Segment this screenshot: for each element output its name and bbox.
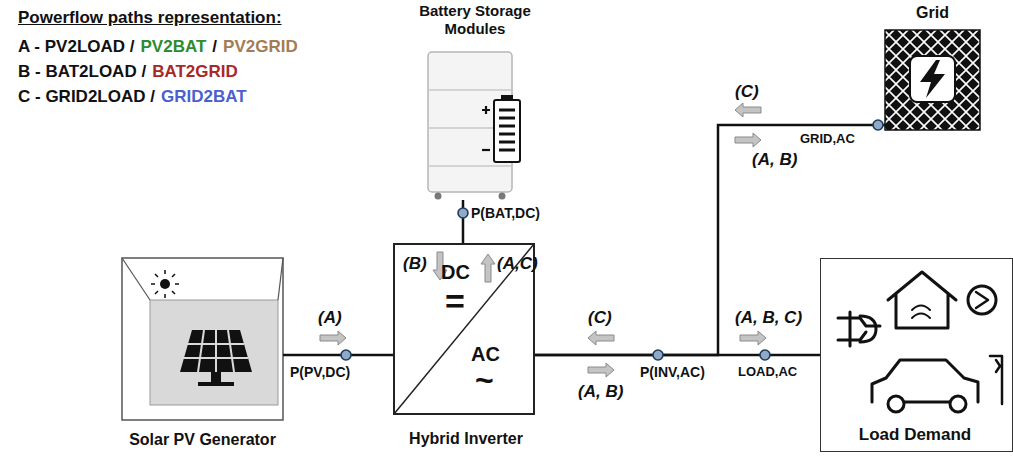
measure-point bbox=[760, 350, 770, 360]
flow-arrows bbox=[320, 103, 766, 377]
legend-row: B - BAT2LOAD / BAT2GRID bbox=[18, 62, 238, 82]
legend-text: B - BAT2LOAD / bbox=[18, 62, 146, 82]
power-line bbox=[283, 354, 393, 357]
legend-heading: Powerflow paths representation: bbox=[18, 8, 282, 28]
legend-text: PV2BAT bbox=[141, 37, 207, 57]
flow-label: (A, B, C) bbox=[735, 308, 802, 328]
load-node: Load Demand bbox=[820, 258, 1013, 452]
power-line bbox=[535, 125, 885, 355]
node-text: = bbox=[445, 283, 465, 320]
battery-node: Battery Storage Modules bbox=[420, 48, 530, 200]
flow-label: (A) bbox=[318, 308, 342, 328]
legend-row: C - GRID2LOAD / GRID2BAT bbox=[18, 87, 247, 107]
load-icons bbox=[838, 272, 1002, 412]
flow-label: (A, B) bbox=[752, 150, 797, 170]
legend-text: GRID2BAT bbox=[161, 87, 247, 107]
point-label: P(INV,AC) bbox=[640, 364, 705, 380]
point-label: GRID,AC bbox=[800, 131, 855, 146]
node-text: DC bbox=[441, 261, 470, 283]
measure-point bbox=[653, 350, 663, 360]
legend-text: / bbox=[212, 37, 217, 57]
measure-point bbox=[341, 350, 351, 360]
legend-text: PV2GRID bbox=[223, 37, 298, 57]
flow-label: (A,C) bbox=[497, 254, 538, 274]
power-line bbox=[462, 200, 465, 243]
grid-icon bbox=[885, 30, 980, 130]
point-label: P(BAT,DC) bbox=[471, 205, 540, 221]
flow-label: (C) bbox=[588, 308, 612, 328]
flow-label: (A, B) bbox=[578, 382, 623, 402]
solar-pv-node: Solar PV Generator bbox=[122, 258, 283, 420]
measure-point bbox=[873, 120, 883, 130]
legend-text: A - PV2LOAD / bbox=[18, 37, 135, 57]
node-title: Solar PV Generator bbox=[102, 430, 303, 449]
legend-row: A - PV2LOAD / PV2BAT/ PV2GRID bbox=[18, 37, 298, 57]
point-label: LOAD,AC bbox=[738, 364, 797, 379]
battery-cabinet bbox=[428, 52, 520, 200]
legend-text: C - GRID2LOAD / bbox=[18, 87, 155, 107]
measure-point bbox=[458, 208, 468, 218]
legend-text: BAT2GRID bbox=[152, 62, 238, 82]
flow-label: (C) bbox=[735, 82, 759, 102]
node-text: ~ bbox=[475, 363, 494, 398]
point-label: P(PV,DC) bbox=[290, 364, 350, 380]
grid-node: Grid bbox=[885, 30, 980, 130]
node-title: Hybrid Inverter bbox=[375, 429, 557, 448]
node-text: AC bbox=[471, 343, 500, 365]
node-title: Battery Storage Modules bbox=[405, 2, 545, 38]
node-title: Grid bbox=[885, 3, 980, 22]
node-title: Load Demand bbox=[821, 425, 1009, 445]
flow-label: (B) bbox=[403, 254, 427, 274]
solar-pv-icon bbox=[122, 258, 283, 420]
